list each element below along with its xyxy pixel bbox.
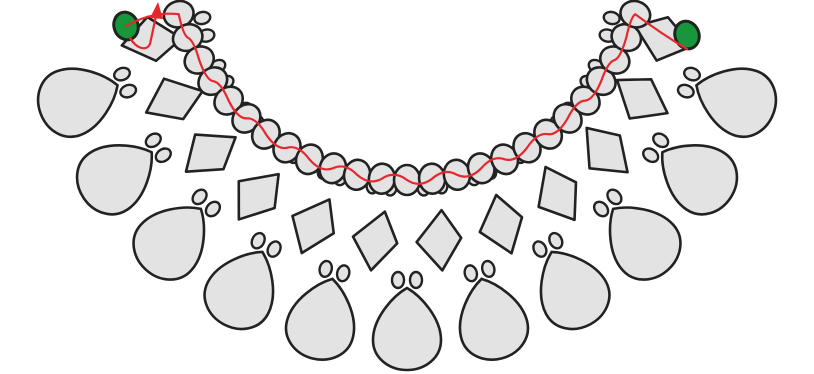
seed-bead [191, 188, 208, 206]
seed-bead [652, 132, 670, 149]
seed-bead [266, 240, 282, 258]
seed-bead [548, 231, 564, 250]
diamond-bead [478, 193, 524, 255]
seed-bead [335, 264, 351, 283]
diamond-bead [144, 77, 204, 121]
seed-bead [193, 10, 212, 26]
seed-bead [480, 259, 496, 278]
seed-bead [250, 231, 266, 250]
seed-bead [390, 270, 406, 290]
seed-bead [113, 66, 131, 82]
seed-bead [204, 200, 222, 218]
thread-path [124, 2, 689, 185]
seed-bead [592, 200, 610, 218]
diamond-bead [615, 77, 669, 120]
teardrop-bead [608, 206, 682, 281]
teardrop-bead [284, 277, 356, 361]
seed-bead [683, 66, 701, 82]
top-seed-beads-row [162, 0, 652, 197]
diamond-beads-row [120, 15, 694, 272]
diamond-bead [351, 210, 399, 272]
teardrop-bead [539, 250, 611, 331]
teardrop-bead [36, 67, 119, 138]
seed-bead [144, 132, 162, 149]
seed-bead [642, 147, 660, 164]
seed-bead [463, 264, 479, 283]
diamond-bead [184, 133, 237, 173]
diamond-bead [291, 198, 336, 255]
diamond-bead [415, 208, 463, 272]
thread-line [124, 12, 689, 185]
teardrop-bead [371, 286, 443, 372]
teardrop-bead [695, 67, 778, 138]
diamond-bead [585, 126, 629, 174]
seed-bead [318, 259, 334, 278]
seed-bead [408, 270, 424, 290]
seed-bead [676, 83, 695, 99]
diamond-bead [237, 172, 280, 221]
diamond-bead [537, 165, 578, 222]
teardrop-bead [458, 277, 530, 361]
seed-bead [119, 83, 138, 99]
teardrop-bead [132, 206, 206, 281]
thread-exit [128, 14, 158, 50]
arrow-up-icon [150, 2, 163, 19]
end-bead-right [673, 19, 701, 51]
seed-bead [606, 188, 623, 206]
teardrop-bead [203, 250, 275, 331]
teardrop-bead [660, 144, 739, 216]
teardrop-bead [75, 144, 154, 216]
seed-bead [602, 10, 621, 26]
seed-bead [154, 147, 172, 164]
teardrop-beads-row [36, 67, 778, 372]
seed-bead [532, 240, 548, 258]
